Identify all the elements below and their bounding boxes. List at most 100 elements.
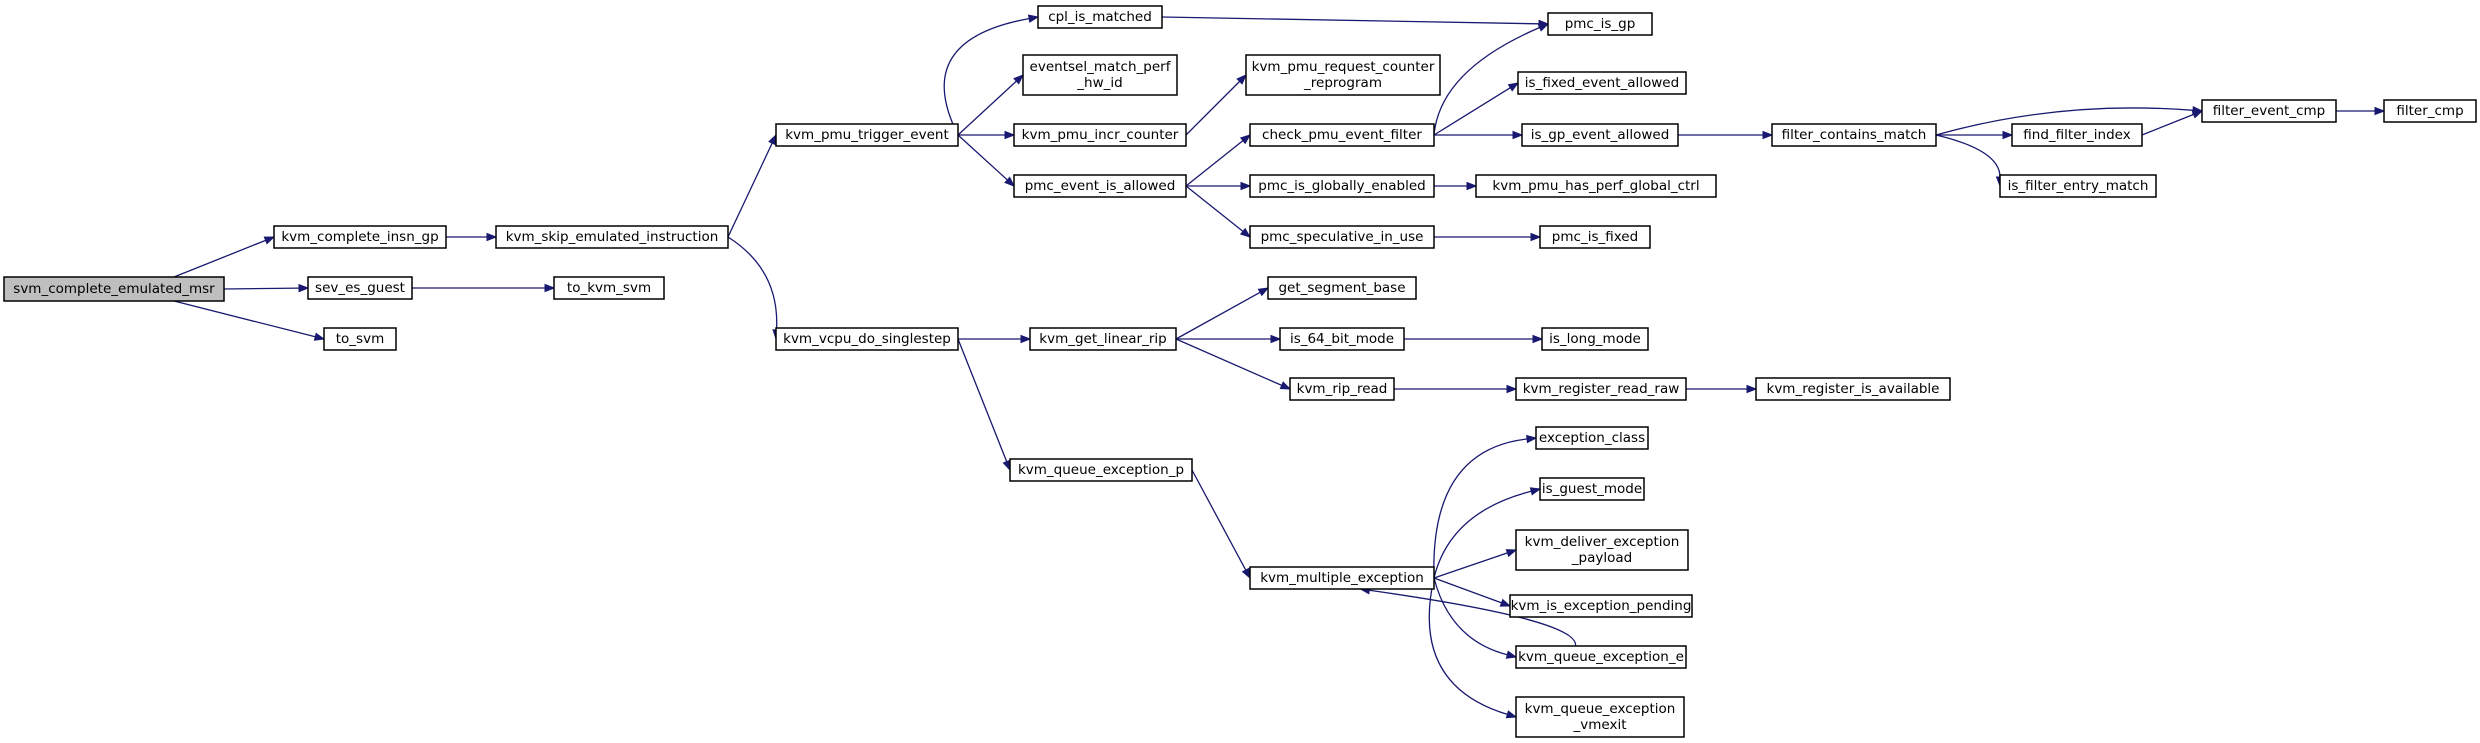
node-kvm_queue_exception_p[interactable]: kvm_queue_exception_p (1009, 458, 1193, 482)
node-box (1245, 54, 1441, 96)
node-pmc_event_is_allowed[interactable]: pmc_event_is_allowed (1013, 174, 1187, 198)
edge-line (1433, 577, 1502, 604)
node-pmc_is_fixed[interactable]: pmc_is_fixed (1539, 225, 1651, 249)
edge-kvm_pmu_trigger_event-to-pmc_event_is_allowed (957, 134, 1016, 187)
edge-arrowhead (1506, 384, 1518, 394)
edge-line (223, 287, 300, 290)
node-check_pmu_event_filter[interactable]: check_pmu_event_filter (1249, 123, 1435, 147)
node-svm_complete_emulated_msr[interactable]: svm_complete_emulated_msr (3, 276, 225, 302)
node-cpl_is_matched[interactable]: cpl_is_matched (1037, 5, 1163, 29)
node-kvm_register_read_raw[interactable]: kvm_register_read_raw (1515, 377, 1687, 401)
node-to_kvm_svm[interactable]: to_kvm_svm (553, 276, 665, 300)
nodes-layer: svm_complete_emulated_msr kvm_complete_in… (3, 5, 2477, 738)
node-kvm_is_exception_pending[interactable]: kvm_is_exception_pending (1509, 594, 1693, 618)
edge-arrowhead (1236, 74, 1247, 85)
edge-kvm_rip_read-to-kvm_register_read_raw (1394, 384, 1518, 394)
node-get_segment_base[interactable]: get_segment_base (1267, 276, 1417, 300)
node-is_filter_entry_match[interactable]: is_filter_entry_match (1999, 174, 2157, 198)
edge-line (1433, 438, 1528, 579)
node-label: is_gp_event_allowed (1531, 127, 1670, 143)
node-kvm_pmu_request_counter_reprogram[interactable]: kvm_pmu_request_counter_reprogram (1245, 54, 1441, 96)
edge-line (1433, 490, 1532, 579)
node-filter_cmp[interactable]: filter_cmp (2383, 99, 2477, 123)
edge-kvm_get_linear_rip-to-is_64_bit_mode (1176, 334, 1282, 344)
node-kvm_register_is_available[interactable]: kvm_register_is_available (1755, 377, 1951, 401)
node-pmc_is_globally_enabled[interactable]: pmc_is_globally_enabled (1249, 174, 1435, 198)
edge-arrowhead (1241, 567, 1251, 580)
node-kvm_complete_insn_gp[interactable]: kvm_complete_insn_gp (273, 225, 447, 249)
node-box (1289, 377, 1395, 401)
node-box (2201, 99, 2337, 123)
edge-line (1433, 87, 1511, 136)
node-label: pmc_is_fixed (1552, 229, 1638, 245)
edge-arrowhead (768, 133, 777, 146)
edge-kvm_pmu_incr_counter-to-kvm_pmu_request_counter_reprogram (1185, 74, 1247, 136)
edge-arrowhead (1239, 227, 1252, 238)
node-find_filter_index[interactable]: find_filter_index (2011, 123, 2143, 147)
edge-line (1369, 589, 1577, 647)
node-exception_class[interactable]: exception_class (1535, 426, 1649, 450)
edge-arrowhead (1530, 232, 1542, 242)
edge-arrowhead (1499, 598, 1512, 607)
edge-kvm_register_read_raw-to-kvm_register_is_available (1686, 384, 1758, 394)
edge-arrowhead (1512, 130, 1524, 140)
node-filter_contains_match[interactable]: filter_contains_match (1771, 123, 1937, 147)
node-label: kvm_deliver_exception (1525, 534, 1680, 550)
edge-kvm_pmu_trigger_event-to-eventsel_match_perf_hw_id (957, 74, 1025, 136)
edge-sev_es_guest-to-to_kvm_svm (412, 283, 556, 293)
node-pmc_speculative_in_use[interactable]: pmc_speculative_in_use (1249, 225, 1435, 249)
node-eventsel_match_perf_hw_id[interactable]: eventsel_match_perf_hw_id (1022, 54, 1178, 96)
node-kvm_multiple_exception[interactable]: kvm_multiple_exception (1249, 566, 1435, 590)
edge-arrowhead (1507, 82, 1520, 92)
edge-arrowhead (313, 332, 326, 341)
edge-arrowhead (1002, 459, 1011, 472)
node-pmc_is_gp[interactable]: pmc_is_gp (1547, 12, 1653, 36)
edge-line (1428, 577, 1508, 716)
node-label: kvm_pmu_incr_counter (1022, 127, 1179, 143)
node-is_64_bit_mode[interactable]: is_64_bit_mode (1279, 327, 1405, 351)
edge-kvm_multiple_exception-to-kvm_queue_exception_e (1433, 577, 1518, 659)
node-kvm_queue_exception_e[interactable]: kvm_queue_exception_e (1515, 645, 1687, 669)
node-sev_es_guest[interactable]: sev_es_guest (307, 276, 413, 300)
node-kvm_deliver_exception_payload[interactable]: kvm_deliver_exception_payload (1515, 529, 1689, 571)
node-kvm_skip_emulated_instruction[interactable]: kvm_skip_emulated_instruction (495, 225, 729, 249)
edge-kvm_multiple_exception-to-exception_class (1433, 434, 1538, 579)
edge-line (1433, 577, 1508, 656)
node-kvm_vcpu_do_singlestep[interactable]: kvm_vcpu_do_singlestep (775, 327, 959, 351)
node-kvm_queue_exception_vmexit[interactable]: kvm_queue_exception_vmexit (1515, 696, 1685, 738)
node-is_gp_event_allowed[interactable]: is_gp_event_allowed (1521, 123, 1679, 147)
edge-pmc_event_is_allowed-to-pmc_is_globally_enabled (1186, 181, 1252, 191)
node-box (1009, 458, 1193, 482)
edge-svm_complete_emulated_msr-to-sev_es_guest (223, 283, 310, 293)
node-box (1029, 327, 1177, 351)
node-label: kvm_register_read_raw (1523, 381, 1680, 397)
node-kvm_rip_read[interactable]: kvm_rip_read (1289, 377, 1395, 401)
node-label: kvm_vcpu_do_singlestep (783, 331, 951, 347)
node-box (1249, 225, 1435, 249)
node-is_fixed_event_allowed[interactable]: is_fixed_event_allowed (1517, 71, 1687, 95)
node-kvm_pmu_has_perf_global_ctrl[interactable]: kvm_pmu_has_perf_global_ctrl (1475, 174, 1717, 198)
node-is_long_mode[interactable]: is_long_mode (1541, 327, 1649, 351)
node-filter_event_cmp[interactable]: filter_event_cmp (2201, 99, 2337, 123)
edge-arrowhead (1270, 334, 1282, 344)
node-box (1249, 123, 1435, 147)
node-box (2383, 99, 2477, 123)
node-kvm_pmu_trigger_event[interactable]: kvm_pmu_trigger_event (775, 123, 959, 147)
node-label: is_guest_mode (1542, 481, 1642, 497)
node-box (1013, 123, 1187, 147)
edge-kvm_vcpu_do_singlestep-to-kvm_get_linear_rip (958, 334, 1032, 344)
edge-arrowhead (1004, 176, 1016, 187)
node-kvm_pmu_incr_counter[interactable]: kvm_pmu_incr_counter (1013, 123, 1187, 147)
node-to_svm[interactable]: to_svm (323, 327, 397, 351)
edge-line (1185, 185, 1244, 232)
node-kvm_get_linear_rip[interactable]: kvm_get_linear_rip (1029, 327, 1177, 351)
node-label: exception_class (1539, 430, 1645, 446)
node-box (273, 225, 447, 249)
edge-arrowhead (1762, 130, 1774, 140)
edge-line (957, 80, 1017, 136)
edge-pmc_event_is_allowed-to-check_pmu_event_filter (1185, 134, 1252, 187)
edge-line (957, 338, 1008, 462)
node-is_guest_mode[interactable]: is_guest_mode (1539, 477, 1645, 501)
edge-arrowhead (2191, 110, 2204, 119)
